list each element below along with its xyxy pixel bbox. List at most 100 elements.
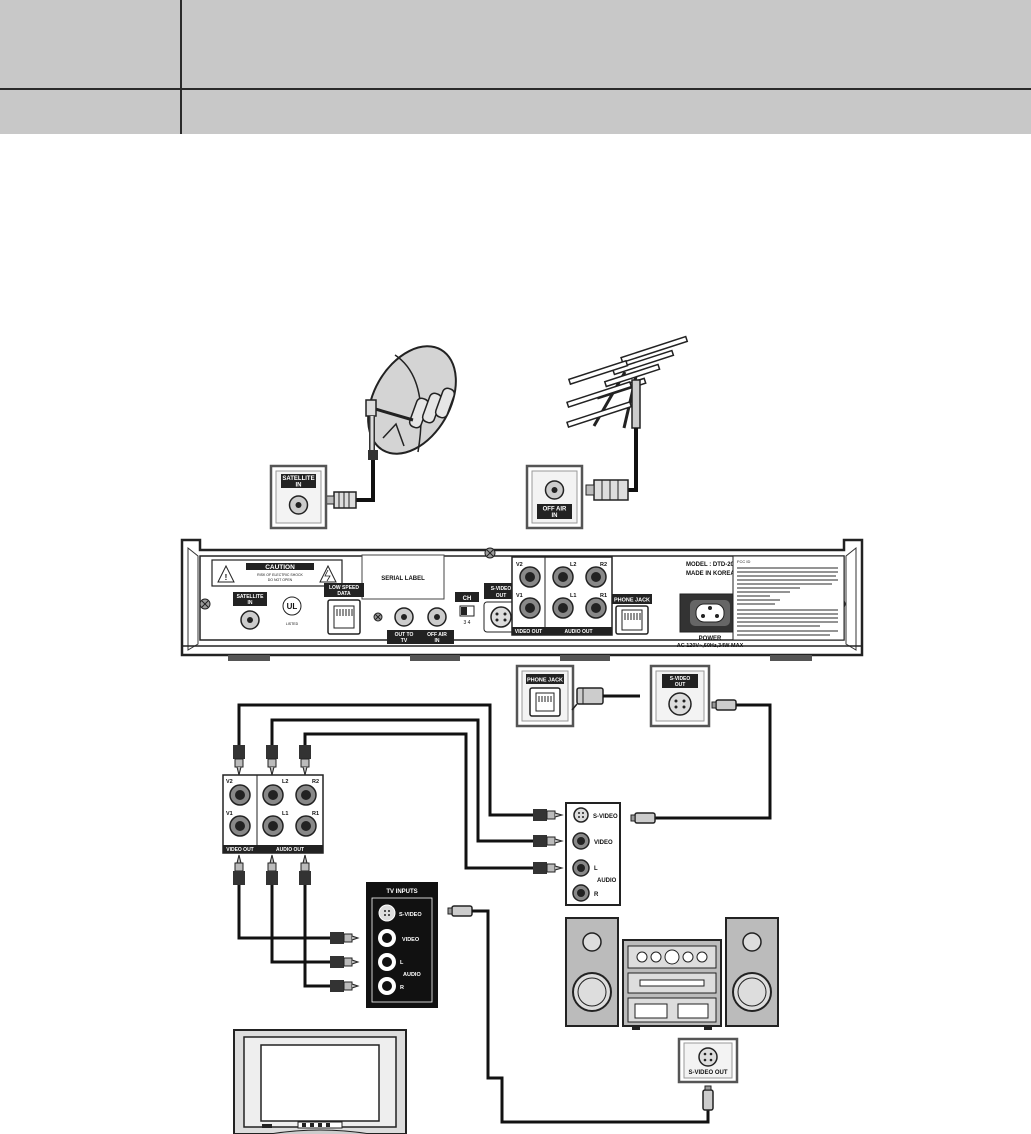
s-video-out-label-2: OUT <box>675 682 686 688</box>
svg-text:R1: R1 <box>600 593 607 599</box>
tv-l-label: L <box>400 960 404 966</box>
vcr-audio-label: AUDIO <box>597 878 617 884</box>
rca-plug-icons-tv <box>330 932 360 992</box>
satellite-in-label-2: IN <box>296 483 302 489</box>
caution-sub-text: RISK OF ELECTRIC SHOCK <box>257 573 303 577</box>
panel-satellite-in-port: SATELLITE IN <box>233 592 267 630</box>
caution-label: ! CAUTION RISK OF ELECTRIC SHOCK DO NOT … <box>211 559 343 587</box>
svg-text:V1: V1 <box>516 593 523 599</box>
svg-text:!: ! <box>225 573 228 582</box>
svg-text:R1: R1 <box>312 811 319 817</box>
television-icon <box>233 1029 407 1134</box>
s-video-plug-icon <box>447 905 473 917</box>
tv-inputs-title: TV INPUTS <box>386 889 417 895</box>
receiver-back-panel: ! CAUTION RISK OF ELECTRIC SHOCK DO NOT … <box>180 538 864 661</box>
panel-off-air-in-port: OFF AIR IN <box>420 607 454 644</box>
s-video-cable-to-tv <box>472 909 710 1124</box>
svg-text:S-VIDEO: S-VIDEO <box>491 586 512 592</box>
phone-jack-callout: PHONE JACK <box>515 664 575 728</box>
panel-low-speed-data-port: LOW SPEED DATA <box>324 583 364 635</box>
tv-video-label: VIDEO <box>402 937 420 943</box>
video-out-label: VIDEO OUT <box>226 847 254 853</box>
rca-plug-icons-top <box>233 745 311 776</box>
header-row-2 <box>0 90 1031 134</box>
panel-s-video-out-port: S-VIDEO OUT <box>483 583 519 633</box>
svg-text:L1: L1 <box>282 811 288 817</box>
svg-text:L2: L2 <box>570 562 576 568</box>
screw-icon <box>373 612 383 622</box>
satellite-cable <box>355 460 375 502</box>
vcr-video-label: VIDEO <box>594 840 613 846</box>
header-column-divider <box>180 0 182 88</box>
s-video-plug-icon <box>711 699 737 711</box>
stereo-system-icon <box>565 917 779 1030</box>
svg-text:POWER: POWER <box>699 636 722 642</box>
satellite-dish-icon <box>365 345 457 460</box>
svg-text:AC 120V~,60Hz,34W MAX: AC 120V~,60Hz,34W MAX <box>677 643 744 649</box>
phone-plug-icon <box>571 687 604 711</box>
svg-text:UL: UL <box>287 602 298 611</box>
svg-text:V1: V1 <box>226 811 233 817</box>
svg-text:R2: R2 <box>600 562 607 568</box>
rca-plug-icons-vcr <box>533 809 564 874</box>
s-video-out-label: S-VIDEO <box>670 676 691 682</box>
svg-text:LISTED: LISTED <box>286 622 299 626</box>
model-text: MODEL : DTD-200 <box>686 562 738 568</box>
stereo-s-video-out-label: S-VIDEO OUT <box>688 1070 727 1076</box>
svg-text:L1: L1 <box>570 593 576 599</box>
screw-icon <box>484 547 496 559</box>
svg-text:DATA: DATA <box>337 591 351 597</box>
antenna-icon <box>566 335 689 429</box>
svg-text:LOW SPEED: LOW SPEED <box>329 585 359 591</box>
off-air-in-label-2: IN <box>552 513 558 519</box>
svg-text:V2: V2 <box>516 562 523 568</box>
antenna-cable <box>628 428 638 492</box>
tv-inputs-panel: TV INPUTS S-VIDEO VIDEO L AUDIO R <box>366 882 438 1008</box>
header-column-divider <box>180 90 182 134</box>
regulatory-text-block: FCC ID <box>732 555 845 641</box>
svg-text:L2: L2 <box>282 779 288 785</box>
phone-jack-label: PHONE JACK <box>527 678 563 684</box>
satellite-connector-icon <box>325 491 357 509</box>
svg-text:OUT: OUT <box>496 593 507 599</box>
svg-text:OUT TO: OUT TO <box>395 632 414 638</box>
s-video-cable-to-vcr <box>655 703 772 820</box>
made-in-text: MADE IN KOREA <box>686 571 735 577</box>
vcr-r-label: R <box>594 892 599 898</box>
header-divider-line <box>0 88 1031 90</box>
screw-icon <box>199 598 211 610</box>
s-video-out-callout: S-VIDEO OUT <box>649 664 711 728</box>
av-output-panel: VIDEO OUT AUDIO OUT V2 V1 L2 L1 R2 R1 <box>222 774 324 854</box>
tv-audio-label: AUDIO <box>403 972 421 978</box>
s-video-plug-icon <box>630 812 656 824</box>
tv-r-label: R <box>400 985 404 991</box>
satellite-in-label: SATELLITE <box>282 476 314 482</box>
vcr-l-label: L <box>594 866 598 872</box>
svg-text:FCC ID: FCC ID <box>737 559 750 564</box>
tv-svideo-label: S-VIDEO <box>399 912 422 918</box>
svg-text:PHONE JACK: PHONE JACK <box>614 598 650 604</box>
svg-text:V2: V2 <box>226 779 233 785</box>
caution-sub-text-2: DO NOT OPEN <box>268 578 293 582</box>
header-row-1 <box>0 0 1031 88</box>
panel-av-outputs: VIDEO OUT AUDIO OUT V2 V1 L2 L1 R2 R1 <box>511 556 613 636</box>
panel-phone-jack-port: PHONE JACK <box>612 594 652 635</box>
av-cables-to-tv <box>237 885 330 988</box>
svg-text:OFF AIR: OFF AIR <box>427 632 447 638</box>
caution-text: CAUTION <box>265 564 295 571</box>
svg-text:IN: IN <box>248 600 253 606</box>
svg-text:AUDIO OUT: AUDIO OUT <box>564 629 592 635</box>
off-air-in-label: OFF AIR <box>543 507 567 513</box>
av-cables-to-vcr <box>237 703 533 870</box>
channel-3-4-switch: CH 3 4 <box>455 592 479 626</box>
power-inlet: POWER AC 120V~,60Hz,34W MAX <box>677 593 744 649</box>
svg-text:SATELLITE: SATELLITE <box>237 594 265 600</box>
s-video-plug-icon <box>702 1085 714 1111</box>
vcr-svideo-label: S-VIDEO <box>593 814 618 820</box>
rca-plug-icons-bottom <box>233 854 311 885</box>
svg-text:CH: CH <box>463 596 472 602</box>
ul-listed-mark: UL LISTED <box>282 596 302 626</box>
svg-text:IN: IN <box>435 638 440 644</box>
antenna-connector-icon <box>585 479 629 501</box>
svg-text:TV: TV <box>401 638 408 644</box>
